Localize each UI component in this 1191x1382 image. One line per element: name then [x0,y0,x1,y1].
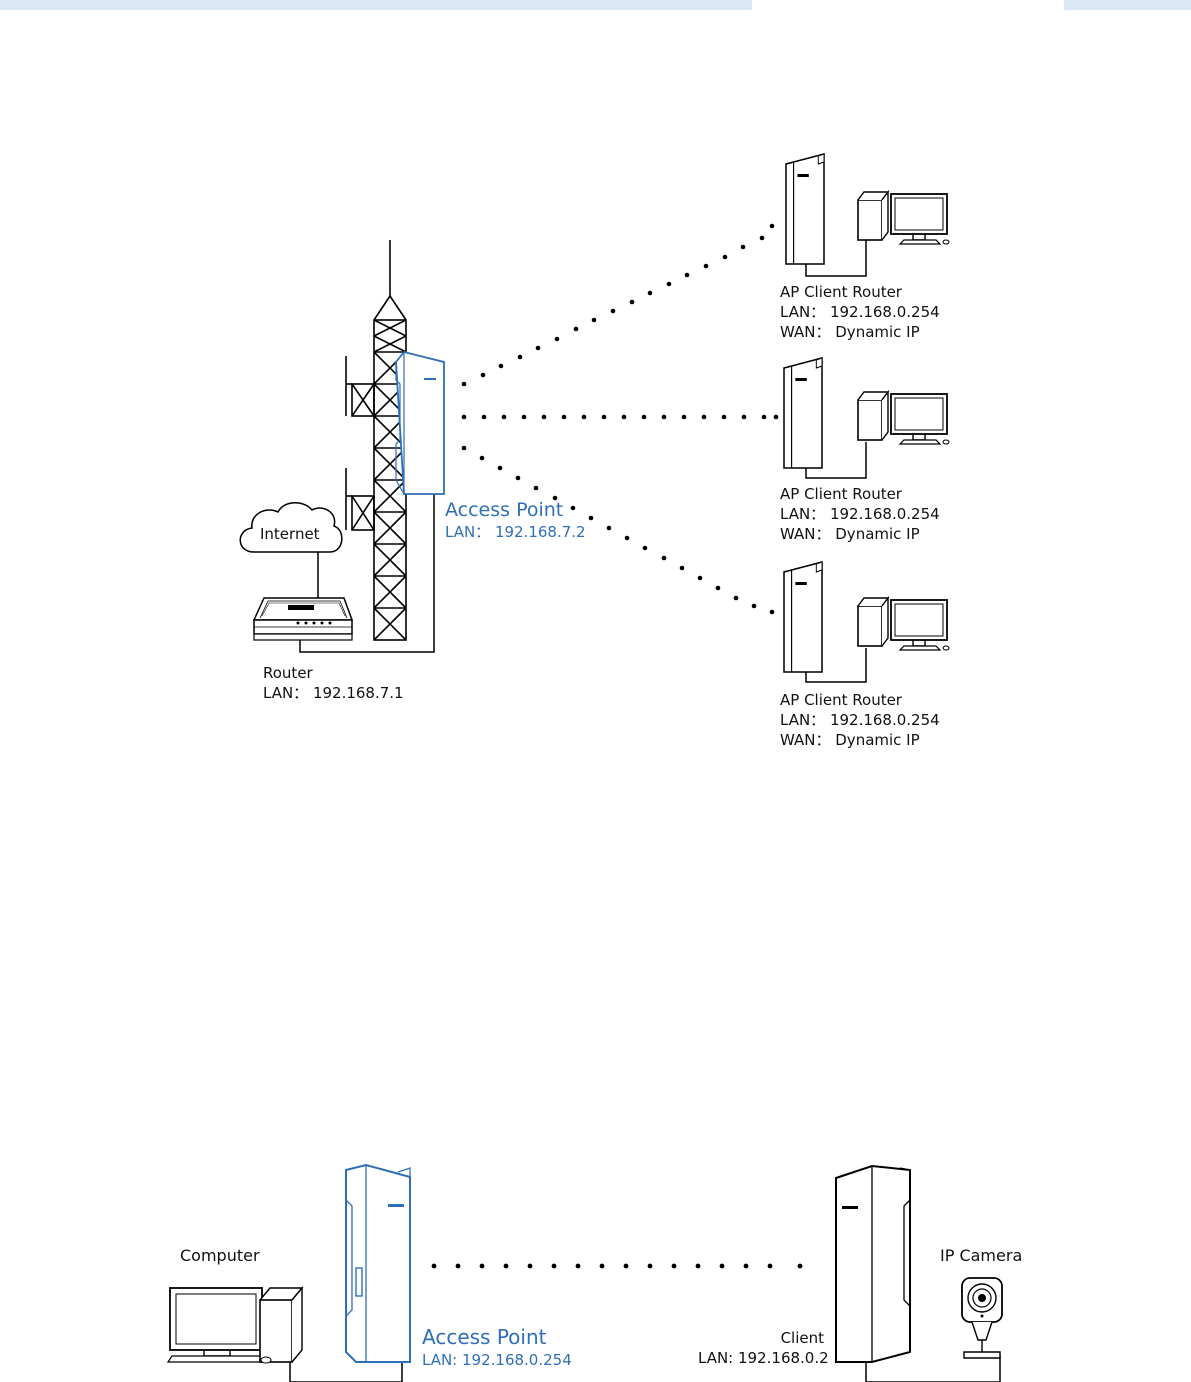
client-3-name: AP Client Router [780,690,940,710]
client-lan: LAN: 192.168.0.2 [698,1348,826,1368]
lattice-tower [346,240,406,640]
client-device-icon [836,1166,910,1362]
computer-icon [168,1288,302,1363]
internet-label: Internet [260,524,320,544]
access-point-2-name: Access Point [422,1324,572,1350]
access-point-2-lan: LAN: 192.168.0.254 [422,1350,572,1370]
client-router-3-label: AP Client Router LAN： 192.168.0.254 WAN：… [780,690,940,750]
ip-camera-icon [962,1278,1002,1358]
client-1-name: AP Client Router [780,282,940,302]
client-2-wan: WAN： Dynamic IP [780,524,940,544]
router-name: Router [263,663,404,683]
access-point-label: Access Point LAN： 192.168.7.2 [445,498,586,542]
client-label: Client LAN: 192.168.0.2 [698,1328,826,1368]
client-name: Client [698,1328,826,1348]
access-point-lan: LAN： 192.168.7.2 [445,522,586,542]
router-lan: LAN： 192.168.7.1 [263,683,404,703]
client-router-1-icon [786,154,949,276]
client-router-3-icon [784,562,949,682]
computer-label: Computer [180,1246,260,1266]
client-3-wan: WAN： Dynamic IP [780,730,940,750]
client-2-name: AP Client Router [780,484,940,504]
access-point-name: Access Point [445,498,586,522]
client-router-1-label: AP Client Router LAN： 192.168.0.254 WAN：… [780,282,940,342]
client-2-lan: LAN： 192.168.0.254 [780,504,940,524]
wireless-link-dots [462,224,779,615]
access-point-large-icon [346,1165,410,1362]
client-router-2-label: AP Client Router LAN： 192.168.0.254 WAN：… [780,484,940,544]
figure-2 [168,1165,1002,1382]
client-3-lan: LAN： 192.168.0.254 [780,710,940,730]
wireless-link-dots-2 [432,1264,803,1269]
figure-1 [240,154,949,682]
access-point-2-label: Access Point LAN: 192.168.0.254 [422,1324,572,1370]
access-point-device-icon [396,352,444,494]
router-label: Router LAN： 192.168.7.1 [263,663,404,703]
router-icon [254,598,352,640]
client-1-lan: LAN： 192.168.0.254 [780,302,940,322]
client-router-2-icon [784,358,949,478]
ip-camera-label: IP Camera [940,1246,1022,1266]
client-1-wan: WAN： Dynamic IP [780,322,940,342]
